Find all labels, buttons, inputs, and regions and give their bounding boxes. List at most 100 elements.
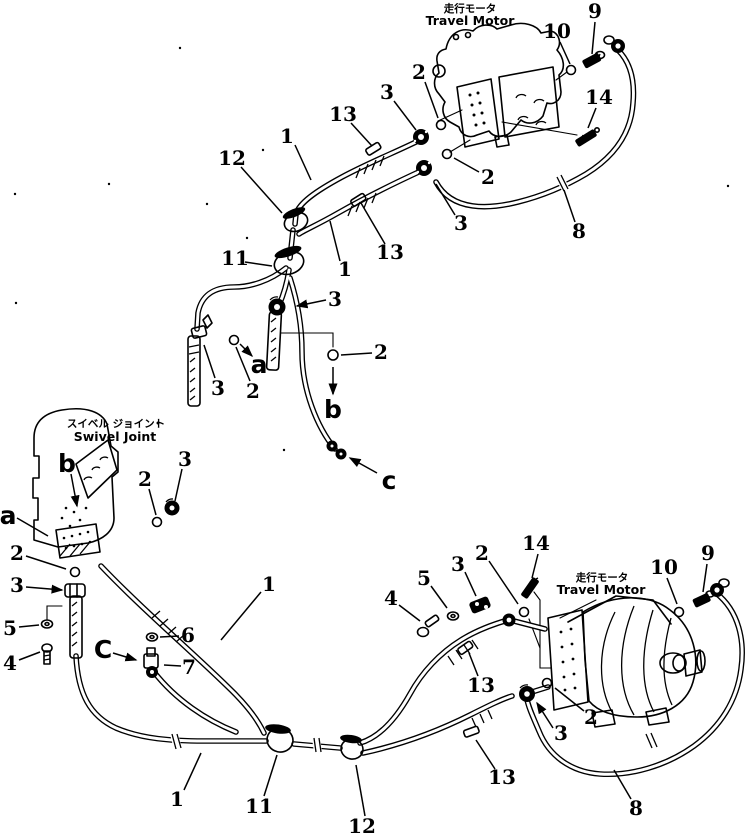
callout-leader-2 [488,560,519,605]
callout-leader-3 [295,299,327,309]
callout-leader-4 [398,604,421,622]
callout-leader-1 [294,144,312,181]
callout-3: 3 [211,376,225,400]
callout-leader-13 [468,652,479,677]
callout-leader-8 [563,189,576,223]
callout-2: 2 [246,379,260,403]
callout-2: 2 [374,340,388,364]
callout-2: 2 [584,705,598,729]
callout-12: 12 [348,814,376,834]
callout-1: 1 [262,572,276,596]
callout-a: a [251,350,268,379]
callout-leader-b [70,473,80,508]
callout-leader-13 [360,202,386,245]
callout-leader-3 [536,701,554,729]
travel-motor-top-label-en: Travel Motor [426,13,516,28]
callout-12: 12 [218,146,246,170]
callout-leader-11 [263,754,278,797]
callout-4: 4 [384,586,398,610]
callout-11: 11 [221,246,249,270]
callout-13: 13 [329,102,357,126]
callout-leader-C [112,652,138,662]
callout-leader-3 [435,183,456,216]
callout-leader-2 [148,488,157,516]
callout-9: 9 [588,0,602,23]
callout-8: 8 [572,219,586,243]
callout-leader-c [348,457,378,474]
callout-2: 2 [475,541,489,565]
callout-leader-10 [666,577,678,605]
callout-leader-2 [25,555,67,570]
callout-leader-2 [453,157,480,173]
fittings-art [40,35,730,702]
callout-leader-12 [355,764,366,817]
callout-leader-3 [203,344,216,379]
clamps-art [265,141,480,760]
travel-motor-top-art [432,22,578,153]
callout-leader-2 [554,687,585,712]
callout-3: 3 [10,573,24,597]
swivel-joint-label-en: Swivel Joint [74,429,157,444]
callout-3: 3 [178,447,192,471]
swivel-joint-label-jp: スイベル ジョイント [67,418,165,430]
callout-3: 3 [380,80,394,104]
callout-3: 3 [451,552,465,576]
callout-leader-13 [475,739,496,770]
callout-leader-14 [531,553,539,579]
callout-2: 2 [412,60,426,84]
callout-leader-4 [18,651,41,661]
swivel-joint-art [32,408,119,559]
callout-leader-2 [340,352,373,356]
callout-leader-a [16,517,49,537]
callout-5: 5 [3,616,17,640]
callout-leader-7 [163,664,182,667]
callout-leader-8 [613,769,632,800]
callout-leader-a [239,343,254,358]
callout-6: 6 [181,623,195,647]
callout-leader-10 [559,41,571,65]
callout-14: 14 [522,531,550,555]
callout-leader-3 [174,468,183,502]
callout-b: b [58,449,76,478]
callout-leader-1 [183,752,202,791]
callout-9: 9 [701,541,715,565]
callout-leader-9 [702,563,708,593]
callout-5: 5 [417,566,431,590]
component-labels: 走行モータ Travel Motor スイベル ジョイント Swivel Joi… [67,2,646,597]
callout-leader-1 [329,220,341,262]
callout-leader-1 [220,591,262,641]
travel-motor-bottom-label-jp: 走行モータ [575,571,629,584]
callout-leader-12 [240,166,283,214]
callout-11: 11 [245,794,273,818]
callout-7: 7 [182,655,196,679]
callout-13: 13 [376,240,404,264]
callout-14: 14 [585,85,613,109]
callout-leader-14 [587,107,597,129]
callout-leader-5 [430,585,448,609]
callout-3: 3 [554,721,568,745]
port-block-dots [559,627,577,692]
hoses-art [73,47,745,778]
callout-leader-3 [25,584,64,594]
travel-motor-bottom-art [528,591,706,728]
callout-C: C [94,635,112,664]
callout-leader-9 [591,21,596,55]
callout-a: a [0,501,16,530]
callout-8: 8 [629,796,643,820]
callout-1: 1 [280,124,294,148]
callout-leader-5 [18,624,40,628]
callout-leader-3 [393,100,417,131]
callout-leader-2 [235,346,251,382]
callout-b: b [324,395,342,424]
callout-1: 1 [338,257,352,281]
port-face-dots [468,91,486,127]
callout-leader-6 [159,635,180,638]
callout-3: 3 [328,287,342,311]
callout-c: c [382,466,397,495]
travel-motor-top-label-jp: 走行モータ [443,2,497,15]
callout-2: 2 [138,467,152,491]
callout-leader-11 [244,261,273,267]
callout-13: 13 [467,673,495,697]
